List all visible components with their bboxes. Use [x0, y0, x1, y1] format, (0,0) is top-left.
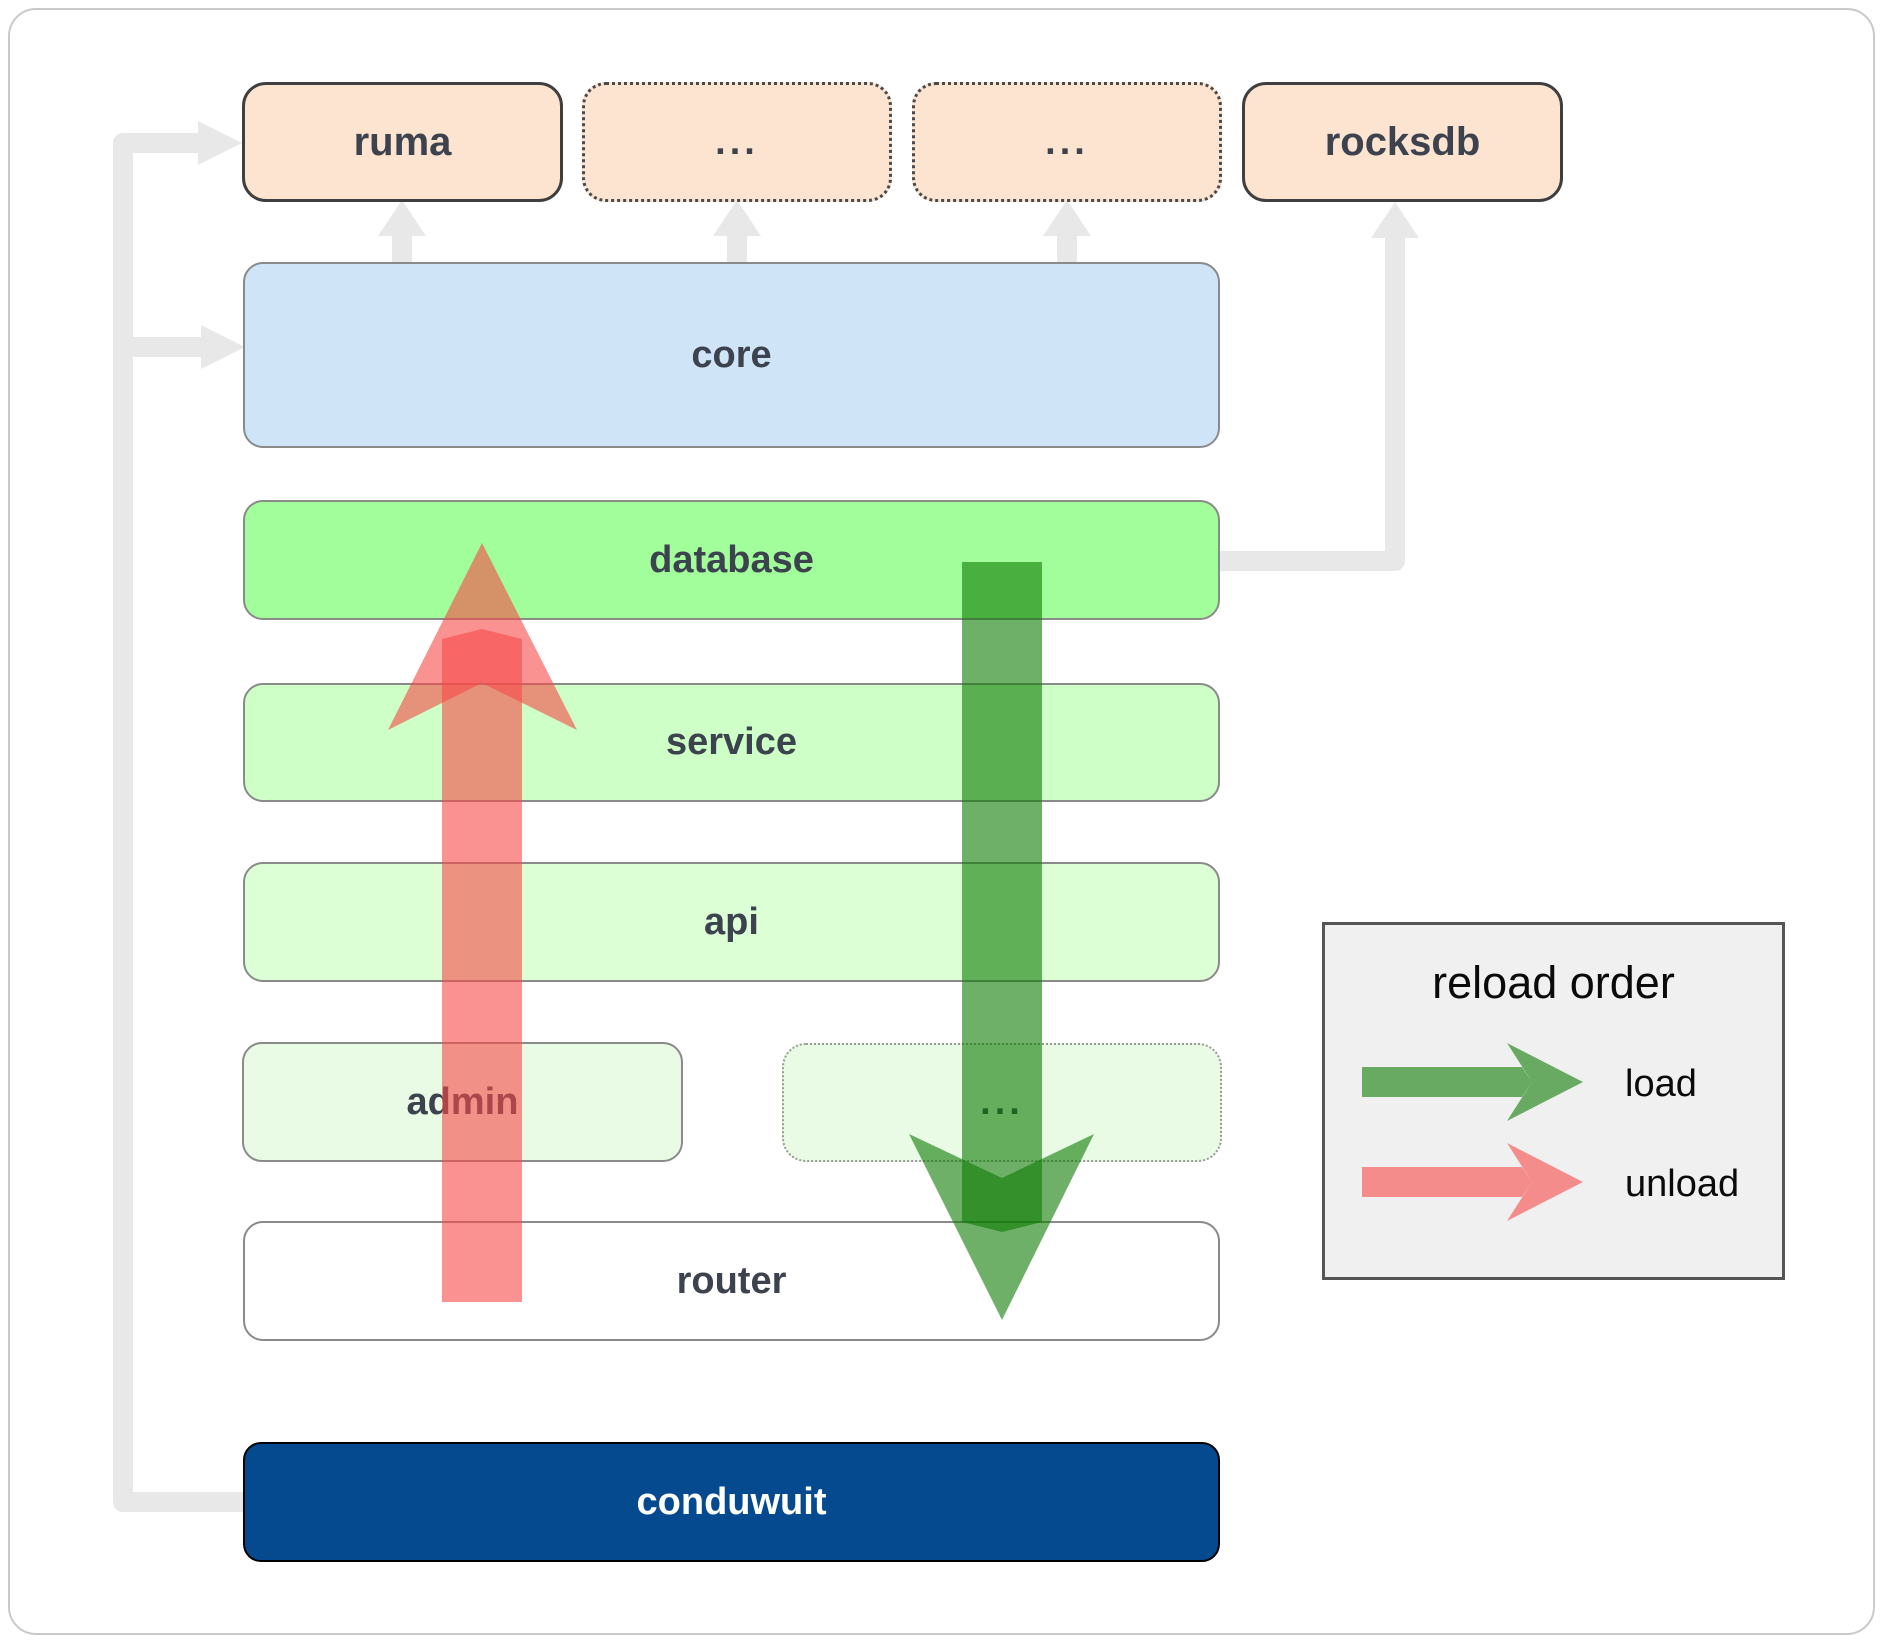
- outer-frame: [8, 8, 1875, 1635]
- arrowhead-into-rocksdb-icon: [1371, 202, 1419, 238]
- arrowhead-core-to-crate3-icon: [1043, 200, 1091, 236]
- legend-unload-label: unload: [1625, 1163, 1740, 1205]
- legend-title: reload order: [1432, 957, 1675, 1008]
- node-rocksdb: rocksdb: [1242, 82, 1563, 202]
- node-ruma-label: ruma: [353, 119, 452, 164]
- node-service-label: service: [665, 721, 797, 763]
- node-admin: admin: [242, 1042, 683, 1162]
- legend-reload-order: reload order load unload: [1322, 922, 1785, 1280]
- node-crates-ellipsis-1-label: ...: [715, 120, 759, 163]
- node-crates-ellipsis-2-label: ...: [1045, 120, 1089, 163]
- node-admin-ellipsis: ...: [782, 1043, 1222, 1162]
- node-admin-label: admin: [406, 1080, 519, 1123]
- node-conduwuit: conduwuit: [243, 1442, 1220, 1562]
- node-core: core: [243, 262, 1220, 448]
- conduwuit-to-ruma-connector-line: [113, 133, 243, 1512]
- node-ruma: ruma: [242, 82, 563, 202]
- node-api-label: api: [704, 900, 759, 943]
- legend-load-label: load: [1625, 1063, 1697, 1105]
- node-crates-ellipsis-1: ...: [582, 82, 892, 202]
- node-conduwuit-label: conduwuit: [636, 1480, 827, 1523]
- arrowhead-core-to-crate2-icon: [713, 200, 761, 236]
- node-crates-ellipsis-2: ...: [912, 82, 1222, 202]
- node-api: api: [243, 862, 1220, 982]
- node-admin-ellipsis-label: ...: [980, 1081, 1024, 1123]
- arrowhead-into-ruma-icon: [198, 121, 242, 165]
- arrowhead-into-core-icon: [201, 325, 245, 369]
- arrowhead-core-to-ruma-icon: [378, 200, 426, 236]
- database-to-rocksdb-connector-line: [1220, 236, 1405, 571]
- node-database: database: [243, 500, 1220, 620]
- node-core-label: core: [691, 333, 772, 376]
- node-service: service: [243, 683, 1220, 802]
- node-database-label: database: [649, 538, 814, 581]
- node-router: router: [243, 1221, 1220, 1341]
- node-router-label: router: [676, 1259, 787, 1302]
- node-rocksdb-label: rocksdb: [1324, 119, 1481, 164]
